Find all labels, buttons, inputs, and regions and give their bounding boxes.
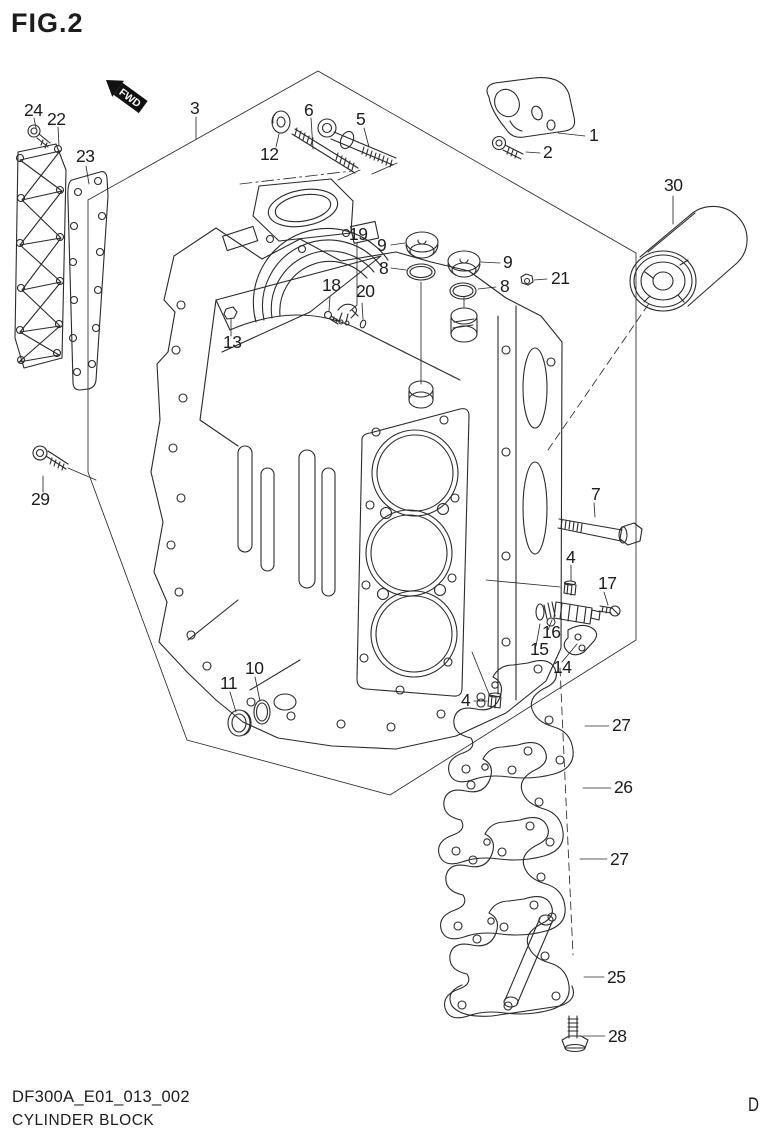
callout-15: 15 — [530, 639, 548, 659]
part-1-bracket-drawing — [486, 77, 576, 138]
callout-18: 18 — [322, 275, 340, 295]
part-23-gasket-drawing — [67, 171, 109, 391]
callout-13: 13 — [223, 332, 241, 352]
part-22-lattice-plate-drawing — [14, 143, 67, 369]
callout-8-left: 8 — [379, 258, 388, 278]
callout-20: 20 — [356, 281, 375, 301]
callout-27-bottom: 27 — [610, 849, 628, 869]
part-29-bolt-drawing — [32, 445, 69, 471]
part-13-plug-drawing — [223, 306, 238, 320]
gasket-26-drawing — [437, 741, 564, 865]
callout-5: 5 — [356, 109, 365, 129]
part-8-oring-right-drawing — [449, 282, 477, 300]
callout-24: 24 — [24, 100, 43, 120]
callout-17: 17 — [598, 573, 616, 593]
callout-14: 14 — [553, 657, 572, 677]
part-7-bolt-drawing — [557, 518, 643, 546]
callout-16: 16 — [542, 622, 560, 642]
part-17-bolt-drawing — [598, 605, 621, 617]
callout-22: 22 — [47, 109, 65, 129]
part-21-nut-drawing — [520, 273, 534, 286]
part-30-oil-filter-drawing — [629, 205, 748, 312]
part-2-bolt-drawing — [491, 135, 524, 160]
callout-3: 3 — [190, 98, 199, 118]
figure-title: FIG.2 — [11, 8, 84, 38]
part-20-pin-drawing — [359, 319, 367, 329]
part-15-16-thermoswitch-drawing — [535, 601, 601, 625]
part-9-cap-left-drawing — [405, 231, 439, 259]
callout-4-lower: 4 — [461, 690, 471, 710]
document-code: DF300A_E01_013_002 — [12, 1088, 190, 1106]
part-10-oring-drawing — [253, 699, 271, 725]
frame-border — [87, 70, 637, 796]
part-14-gasket-drawing — [563, 624, 598, 656]
callout-8-right: 8 — [500, 276, 509, 296]
figure-caption: CYLINDER BLOCK — [12, 1111, 155, 1129]
callout-1: 1 — [589, 125, 598, 145]
callout-21: 21 — [551, 268, 569, 288]
part-28-bolt-drawing — [561, 1015, 589, 1053]
callout-2: 2 — [543, 142, 552, 162]
part-12-grommet-drawing — [271, 110, 291, 134]
gasket-27-top-drawing — [447, 659, 574, 783]
cylinder-block-drawing — [150, 178, 563, 750]
callout-9-right: 9 — [503, 252, 512, 272]
part-4-plug-upper-drawing — [563, 580, 577, 596]
callout-9-left: 9 — [377, 235, 386, 255]
callout-12: 12 — [260, 144, 278, 164]
callout-23: 23 — [76, 146, 94, 166]
callout-6: 6 — [304, 100, 313, 120]
callout-7: 7 — [591, 484, 600, 504]
part-9-cap-right-drawing — [447, 250, 481, 278]
callout-28: 28 — [608, 1026, 626, 1046]
callout-26: 26 — [614, 777, 632, 797]
callout-27-top: 27 — [612, 715, 630, 735]
callout-19: 19 — [349, 224, 367, 244]
part-6-stud-bolt-drawing — [291, 127, 359, 174]
part-25-plate-drawing — [443, 895, 575, 1019]
callout-10: 10 — [245, 658, 264, 678]
part-8-oring-left-drawing — [406, 263, 436, 281]
callout-11: 11 — [220, 673, 237, 693]
callout-25: 25 — [607, 967, 625, 987]
part-11-plug-drawing — [227, 709, 252, 737]
callout-30: 30 — [664, 175, 683, 195]
part-5-bolt-drawing — [317, 118, 397, 168]
callout-4-upper: 4 — [566, 547, 576, 567]
page-letter: D — [748, 1095, 759, 1116]
part-19-clip-drawing — [337, 303, 359, 326]
callout-29: 29 — [31, 489, 49, 509]
leader-lines — [33, 116, 674, 1037]
fwd-arrow-icon: FWD — [106, 80, 148, 114]
footer: DF300A_E01_013_002 CYLINDER BLOCK — [12, 1086, 190, 1132]
part-24-bolt-drawing — [27, 124, 51, 149]
callout-labels: 24 22 23 3 12 6 5 1 2 30 19 9 8 9 8 21 1… — [24, 98, 684, 1046]
part-18-bolt-drawing — [323, 310, 340, 325]
